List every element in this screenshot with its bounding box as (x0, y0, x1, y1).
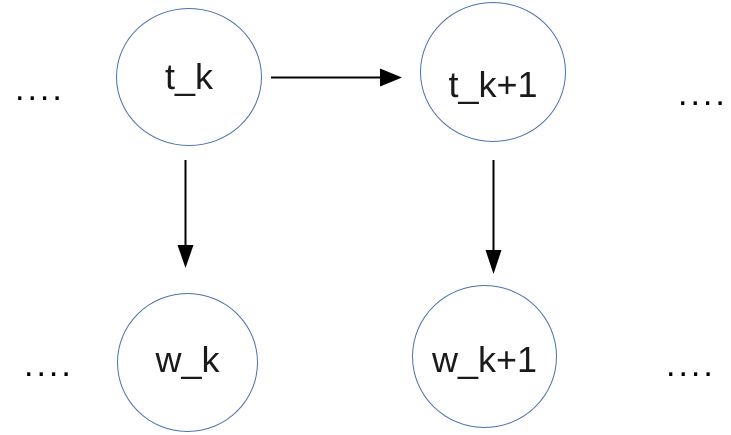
arrowhead-down-icon (485, 250, 502, 274)
node-t-k-plus-1: t_k+1 (420, 2, 566, 142)
ellipsis-top-left: .... (15, 70, 65, 108)
node-t-k-plus-1-label: t_k+1 (448, 64, 538, 105)
edge-t-k-plus-1-to-w-k-plus-1 (485, 160, 502, 274)
ellipsis-top-right: .... (678, 75, 728, 113)
ellipsis-bottom-right: .... (666, 346, 716, 384)
node-t-k-label: t_k (164, 56, 214, 97)
node-t-k: t_k (116, 8, 262, 146)
node-w-k-plus-1: w_k+1 (412, 285, 557, 428)
ellipsis-bottom-left: .... (24, 346, 74, 384)
node-w-k-label: w_k (155, 338, 220, 380)
node-w-k: w_k (117, 293, 258, 432)
node-w-k-plus-1-label: w_k+1 (431, 338, 538, 380)
edge-t-k-to-t-k-plus-1 (271, 68, 402, 87)
edge-t-k-to-w-k (177, 160, 194, 268)
arrowhead-down-icon (177, 245, 194, 268)
arrowhead-right-icon (380, 68, 402, 87)
